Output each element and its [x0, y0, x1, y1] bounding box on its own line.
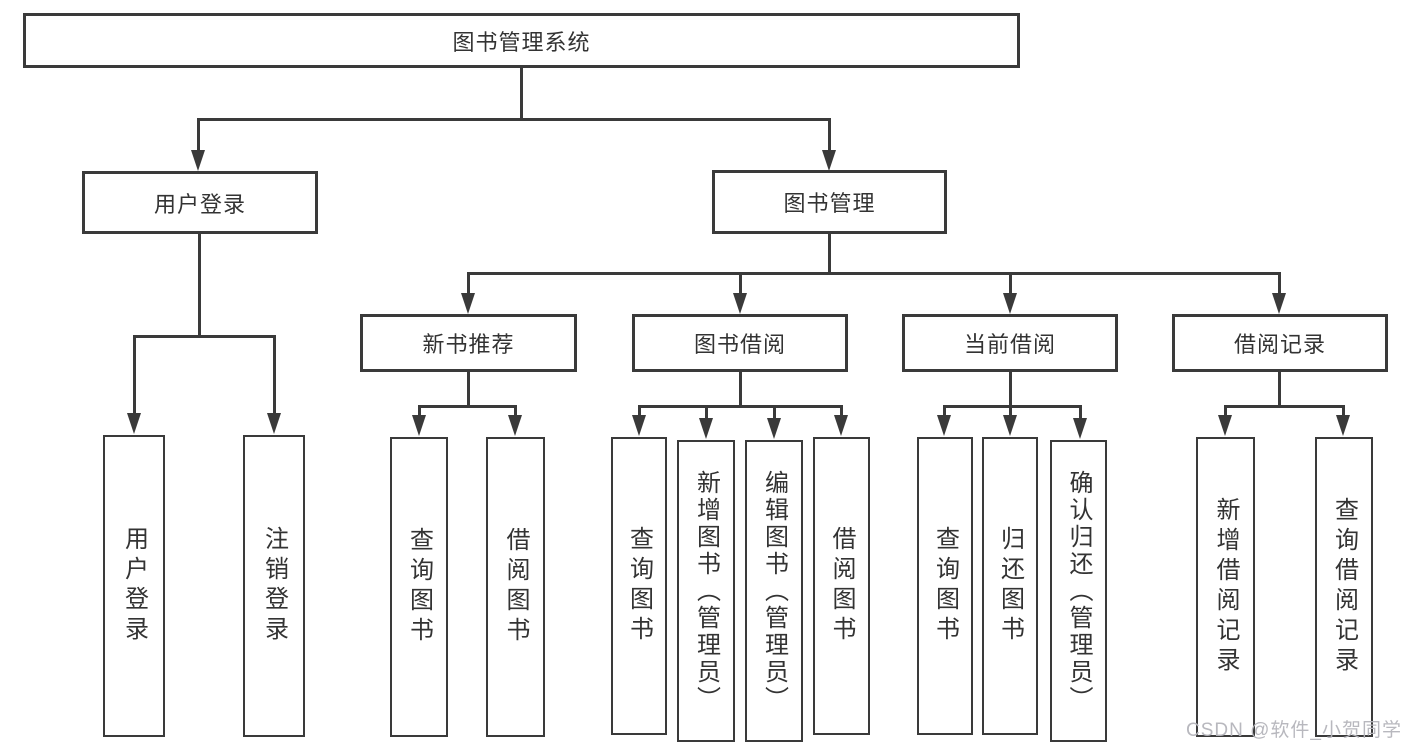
- arrow-down-icon: [1336, 415, 1350, 436]
- arrow-down-icon: [508, 415, 522, 436]
- leaf-cb-query-books: 查询图书: [917, 437, 973, 735]
- edge-bb-drop-3: [773, 405, 776, 419]
- edge-br-drop-2: [1342, 405, 1345, 417]
- edge-bb-stem: [739, 372, 742, 405]
- edge-br-rail: [1224, 405, 1344, 408]
- edge-br-drop-1: [1224, 405, 1227, 417]
- arrow-down-icon: [1218, 415, 1232, 436]
- arrow-down-icon: [767, 418, 781, 439]
- node-new-book-recommend: 新书推荐: [360, 314, 577, 372]
- edge-mgmt-drop-2: [739, 272, 742, 295]
- arrow-down-icon: [267, 413, 281, 434]
- node-book-management: 图书管理: [712, 170, 947, 234]
- node-current-borrow: 当前借阅: [902, 314, 1118, 372]
- leaf-br-add-record: 新增借阅记录: [1196, 437, 1255, 737]
- edge-rec-drop-2: [514, 405, 517, 417]
- edge-root-drop-right: [828, 118, 831, 152]
- edge-root-rail: [197, 118, 831, 121]
- leaf-user-login: 用户登录: [103, 435, 165, 737]
- edge-bb-drop-2: [705, 405, 708, 419]
- edge-cb-drop-3: [1079, 405, 1082, 419]
- edge-bb-drop-1: [638, 405, 641, 417]
- edge-mgmt-stem: [828, 234, 831, 272]
- edge-cb-rail: [943, 405, 1082, 408]
- node-root-library-system: 图书管理系统: [23, 13, 1020, 68]
- edge-rec-drop-1: [418, 405, 421, 417]
- edge-mgmt-rail: [467, 272, 1281, 275]
- leaf-bb-query-books: 查询图书: [611, 437, 667, 735]
- arrow-down-icon: [1003, 415, 1017, 436]
- arrow-down-icon: [834, 415, 848, 436]
- arrow-down-icon: [1272, 293, 1286, 314]
- arrow-down-icon: [699, 418, 713, 439]
- watermark: CSDN @软件_小贺同学: [1186, 720, 1402, 741]
- arrow-down-icon: [632, 415, 646, 436]
- leaf-bb-add-books-admin: 新增图书（管理员）: [677, 440, 735, 742]
- edge-bb-rail: [638, 405, 843, 408]
- arrow-down-icon: [191, 150, 205, 171]
- leaf-bb-edit-books-admin: 编辑图书（管理员）: [745, 440, 803, 742]
- arrow-down-icon: [412, 415, 426, 436]
- arrow-down-icon: [822, 150, 836, 171]
- edge-login-drop-1: [133, 335, 136, 415]
- edge-login-drop-2: [273, 335, 276, 415]
- arrow-down-icon: [937, 415, 951, 436]
- node-user-login: 用户登录: [82, 171, 318, 234]
- edge-mgmt-drop-1: [467, 272, 470, 295]
- edge-login-stem: [198, 234, 201, 335]
- leaf-logout: 注销登录: [243, 435, 305, 737]
- node-borrow-record: 借阅记录: [1172, 314, 1388, 372]
- edge-rec-stem: [467, 372, 470, 405]
- arrow-down-icon: [461, 293, 475, 314]
- edge-login-rail: [133, 335, 276, 338]
- edge-root-stem: [520, 68, 523, 118]
- arrow-down-icon: [1003, 293, 1017, 314]
- edge-br-stem: [1278, 372, 1281, 405]
- arrow-down-icon: [1073, 418, 1087, 439]
- edge-rec-rail: [418, 405, 517, 408]
- edge-bb-drop-4: [840, 405, 843, 417]
- arrow-down-icon: [127, 413, 141, 434]
- leaf-bb-borrow-books: 借阅图书: [813, 437, 870, 735]
- leaf-rec-query-books: 查询图书: [390, 437, 448, 737]
- edge-cb-drop-2: [1009, 405, 1012, 417]
- leaf-cb-return-books: 归还图书: [982, 437, 1038, 735]
- arrow-down-icon: [733, 293, 747, 314]
- leaf-br-query-record: 查询借阅记录: [1315, 437, 1373, 737]
- edge-cb-stem: [1009, 372, 1012, 405]
- edge-cb-drop-1: [943, 405, 946, 417]
- edge-mgmt-drop-3: [1009, 272, 1012, 295]
- leaf-cb-confirm-return-admin: 确认归还（管理员）: [1050, 440, 1107, 742]
- edge-mgmt-drop-4: [1278, 272, 1281, 295]
- node-book-borrow: 图书借阅: [632, 314, 848, 372]
- edge-root-drop-left: [197, 118, 200, 152]
- leaf-rec-borrow-books: 借阅图书: [486, 437, 545, 737]
